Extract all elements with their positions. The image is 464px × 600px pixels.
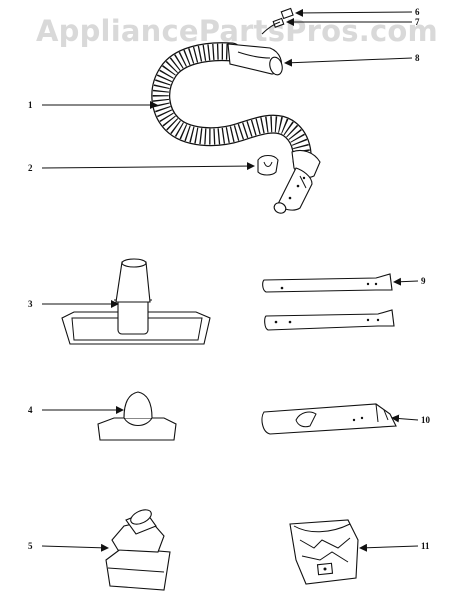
extension-wands-part xyxy=(262,273,395,331)
callout-2: 2 xyxy=(28,163,33,173)
callout-9: 9 xyxy=(421,276,426,286)
clip-part xyxy=(257,154,279,176)
bag-part xyxy=(289,519,359,585)
callout-6: 6 xyxy=(415,7,420,17)
leader-lines xyxy=(41,8,419,552)
watermark: AppliancePartsPros.com xyxy=(36,14,438,48)
floor-brush-part xyxy=(61,258,211,345)
callout-1: 1 xyxy=(28,100,33,110)
callout-10: 10 xyxy=(421,415,431,425)
dusting-brush-part xyxy=(105,509,171,591)
callout-7: 7 xyxy=(415,17,420,27)
upholstery-tool-part xyxy=(97,391,177,441)
callout-labels: 1 2 3 4 5 6 7 8 9 10 11 xyxy=(28,7,431,551)
callout-5: 5 xyxy=(28,541,33,551)
callout-3: 3 xyxy=(28,299,33,309)
callout-11: 11 xyxy=(421,541,430,551)
hose-part xyxy=(151,7,321,214)
callout-8: 8 xyxy=(415,53,420,63)
crevice-tool-part xyxy=(261,403,397,435)
callout-4: 4 xyxy=(28,405,33,415)
